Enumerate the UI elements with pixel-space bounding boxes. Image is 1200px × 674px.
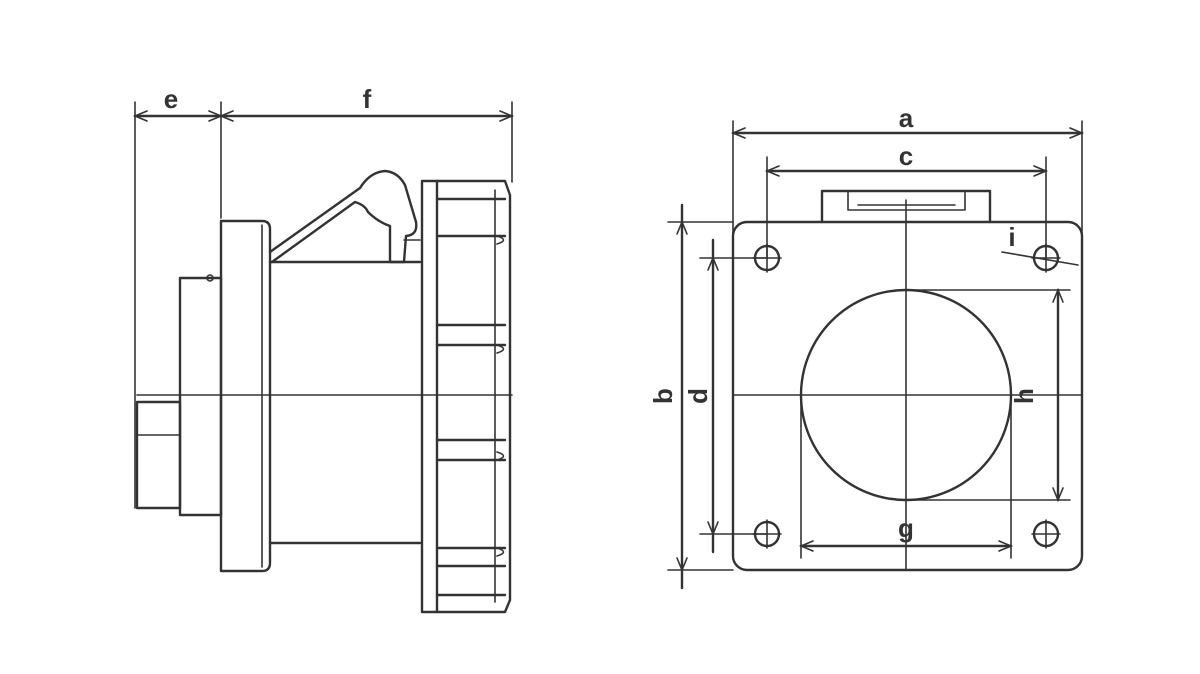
side-view: e f	[132, 84, 515, 614]
label-i: i	[1008, 222, 1015, 252]
label-h: h	[1009, 388, 1039, 404]
label-e: e	[164, 84, 178, 114]
label-d: d	[683, 388, 713, 404]
socket-body	[268, 260, 422, 545]
front-ring	[420, 179, 512, 614]
label-g: g	[898, 513, 914, 543]
label-c: c	[899, 141, 913, 171]
dimension-h	[905, 287, 1071, 503]
label-f: f	[363, 84, 372, 114]
top-latch	[820, 189, 992, 224]
label-a: a	[899, 103, 914, 133]
mounting-flange	[219, 219, 272, 573]
dimension-a	[730, 120, 1085, 241]
rear-stub	[135, 400, 182, 510]
label-b: b	[648, 388, 678, 404]
dimension-e-f	[132, 101, 515, 509]
dimension-g	[798, 394, 1014, 559]
dimension-i	[1001, 251, 1079, 266]
dimension-c	[764, 156, 1049, 259]
lid-hinge	[268, 169, 418, 264]
dimension-b	[667, 203, 734, 590]
rear-plug	[178, 276, 223, 517]
mounting-plate	[731, 220, 1084, 572]
front-view: a c i g b d h	[648, 103, 1085, 590]
